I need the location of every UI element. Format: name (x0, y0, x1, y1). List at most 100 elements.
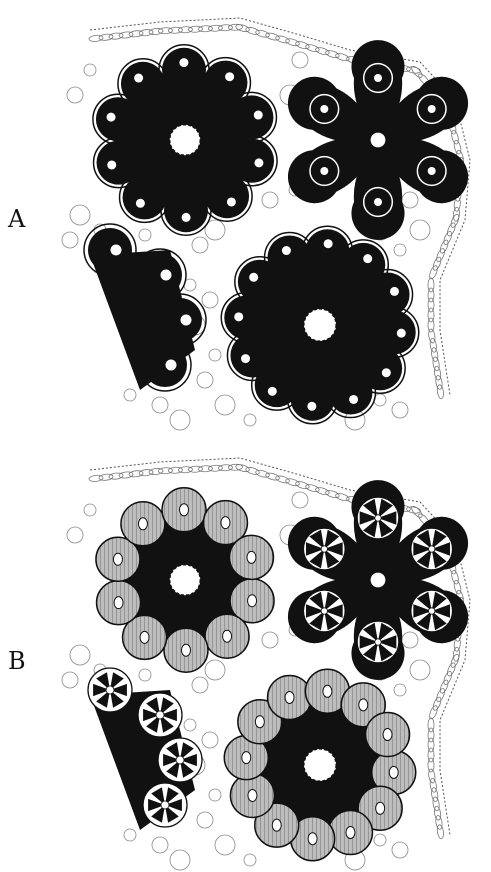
lobe-pore (272, 819, 281, 831)
lobe (230, 139, 274, 183)
loose-cell (197, 372, 213, 388)
epithelial-cell (435, 375, 443, 390)
lobe-pore (383, 729, 392, 741)
epithelial-cell (434, 366, 442, 381)
lobe-pore (255, 716, 264, 728)
loose-cell (262, 192, 278, 208)
loose-cell (62, 672, 78, 688)
loose-cell (410, 660, 430, 680)
lobe-pore (268, 387, 277, 396)
wheel-hub (428, 608, 434, 614)
epithelial-cell (235, 23, 250, 33)
petal-bundle (288, 481, 467, 680)
lobe-pore (223, 630, 232, 642)
petal-wheel (357, 497, 399, 539)
petal-wheel (411, 590, 453, 632)
loose-cell (70, 205, 90, 225)
epithelial-cell (410, 505, 424, 519)
lobe-pore (254, 111, 263, 120)
lobe-pore (181, 644, 190, 656)
panel-a-drawing (62, 18, 470, 430)
fan-bundle (84, 224, 206, 391)
lobe-pore (346, 827, 355, 839)
epithelial-cell (435, 247, 446, 262)
epithelial-cell (432, 256, 443, 271)
fan-pore (160, 269, 172, 281)
lobe-pore (323, 685, 332, 697)
epithelial-cell (245, 466, 260, 476)
epithelial-cell (431, 347, 439, 362)
lobe-pore (113, 553, 122, 565)
epithelial-cell (265, 32, 280, 42)
epithelial-cell (315, 46, 330, 56)
epithelial-cell (446, 662, 457, 677)
loose-cell (124, 829, 136, 841)
central-lumen (170, 125, 201, 156)
epithelial-cell (428, 318, 434, 332)
lobe (96, 97, 140, 141)
lobe-pore (249, 273, 258, 282)
petal-wheel (303, 590, 345, 632)
loose-cell (62, 232, 78, 248)
loose-cell (374, 834, 386, 846)
lobe-pore (107, 113, 116, 122)
loose-cell (292, 52, 308, 68)
epithelial-cell (432, 356, 440, 371)
fan-wheel-hub (176, 756, 184, 764)
lobe-pore (182, 213, 191, 222)
epithelial-cell (295, 40, 310, 50)
loose-cell (192, 677, 208, 693)
loose-cell (197, 812, 213, 828)
loose-cell (170, 410, 190, 430)
lobe-pore (359, 699, 368, 711)
loose-cell (67, 87, 83, 103)
petal-pore (374, 74, 382, 82)
loose-cell (67, 527, 83, 543)
epithelial-cell (285, 477, 300, 487)
wheel-hub (428, 546, 434, 552)
loose-cell (184, 719, 196, 731)
loose-cell (402, 192, 418, 208)
loose-cell (392, 402, 408, 418)
epithelial-cell (285, 37, 300, 47)
epithelial-cell (442, 670, 453, 685)
loose-cell (192, 237, 208, 253)
loose-cell (292, 492, 308, 508)
epithelial-cell (429, 778, 437, 793)
lobe-pore (282, 246, 291, 255)
wheel-hub (375, 639, 381, 645)
epithelial-cell (435, 687, 446, 702)
epithelial-cell (453, 140, 462, 155)
epithelial-cell (446, 222, 457, 237)
epithelial-cell (325, 49, 340, 59)
lobe-pore (307, 402, 316, 411)
epithelial-cell (235, 463, 250, 473)
epithelial-cell (435, 815, 443, 830)
loose-cell (410, 220, 430, 240)
loose-cell (70, 645, 90, 665)
loose-cell (84, 504, 96, 516)
epithelial-cell (255, 29, 270, 39)
petal-pore (374, 198, 382, 206)
loose-cell (244, 414, 256, 426)
fan-wheel-hub (161, 801, 169, 809)
lobe-pore (140, 631, 149, 643)
epithelial-cell (428, 705, 439, 720)
lobe-pore (134, 74, 143, 83)
petal-pore (320, 105, 328, 113)
lobe-pore (107, 160, 116, 169)
loose-cell (124, 389, 136, 401)
lobe-pore (138, 518, 147, 530)
loose-cell (394, 244, 406, 256)
petal-wheel (411, 528, 453, 570)
central-lumen (170, 565, 201, 596)
epithelial-cell (428, 758, 434, 772)
loose-cell (202, 732, 218, 748)
petal-wheel (357, 621, 399, 663)
epithelial-cell (436, 384, 444, 399)
epithelial-cell (434, 806, 442, 821)
lobe-pore (242, 752, 251, 764)
lobe (203, 61, 247, 105)
panel-label-a: A (7, 205, 26, 233)
epithelial-cell (439, 239, 450, 254)
